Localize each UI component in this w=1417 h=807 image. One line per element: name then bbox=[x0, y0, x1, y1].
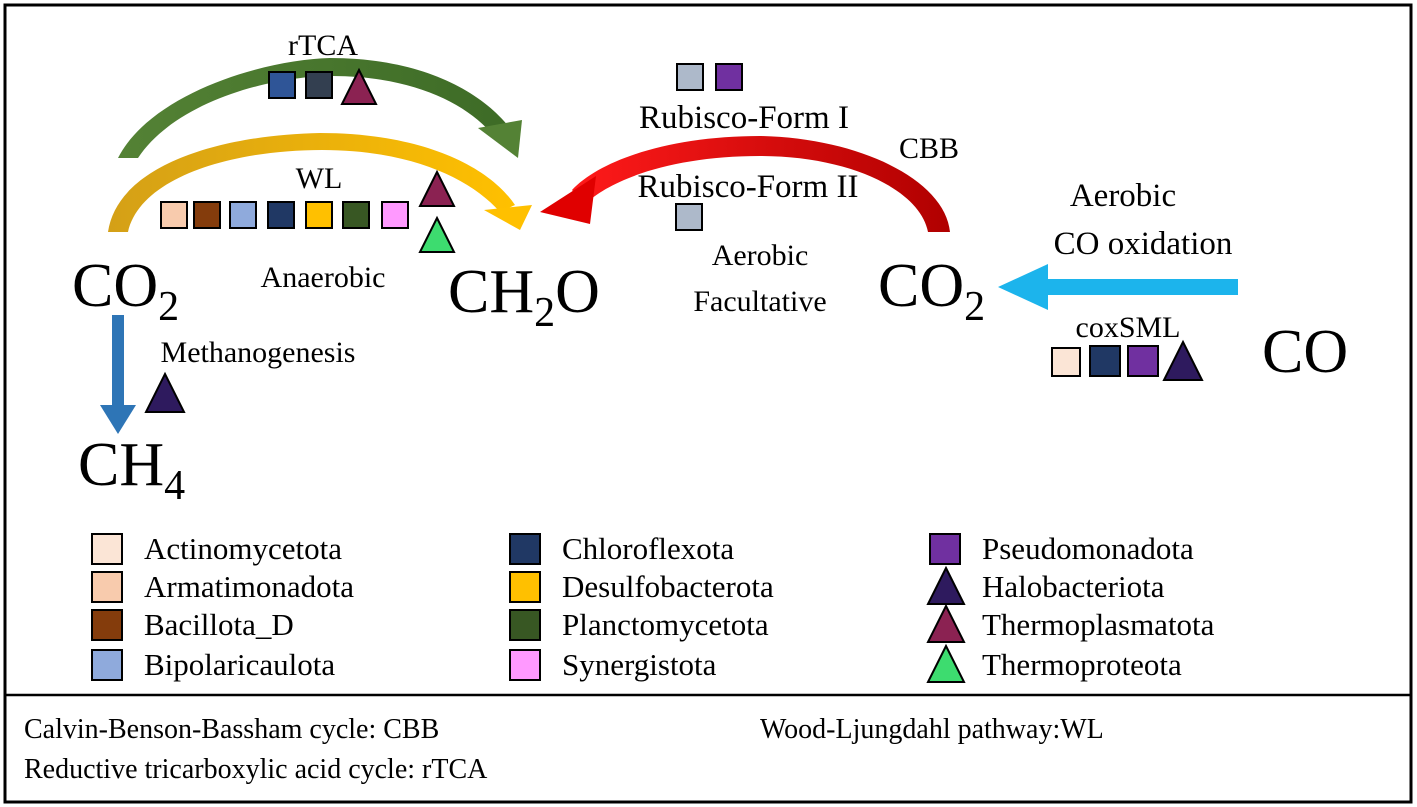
rubisco-form-1-taxon-square bbox=[676, 63, 704, 91]
rubisco-form-2-label: Rubisco-Form II bbox=[638, 169, 859, 205]
methanogenesis-arrow bbox=[100, 315, 136, 434]
legend-swatch-square bbox=[509, 571, 541, 603]
legend-swatch-square bbox=[509, 649, 541, 681]
wl-taxon-square bbox=[229, 201, 257, 229]
wl-arrow bbox=[108, 133, 532, 232]
legend-item: Armatimonadota bbox=[91, 569, 354, 604]
ch2o: CH2O bbox=[448, 258, 600, 336]
footnote-rtca: Reductive tricarboxylic acid cycle: rTCA bbox=[24, 754, 488, 785]
legend-swatch-triangle bbox=[926, 643, 966, 683]
legend-label: Chloroflexota bbox=[562, 531, 734, 566]
wl-taxon-triangle bbox=[418, 215, 456, 253]
legend-label: Synergistota bbox=[562, 647, 717, 682]
legend-item: Desulfobacterota bbox=[509, 569, 774, 604]
rubisco-form-1-taxon-square bbox=[715, 63, 743, 91]
rtca-taxon-triangle bbox=[340, 67, 378, 105]
outer-frame bbox=[3, 3, 1413, 804]
legend-swatch-square bbox=[509, 609, 541, 641]
legend-item: Chloroflexota bbox=[509, 531, 734, 566]
ch4: CH4 bbox=[78, 431, 185, 509]
legend-label: Armatimonadota bbox=[144, 569, 354, 604]
legend-label: Bipolaricaulota bbox=[144, 647, 335, 682]
legend-item: Bacillota_D bbox=[91, 607, 294, 642]
wl-taxon-triangle bbox=[418, 169, 456, 207]
coxsml-taxon-square bbox=[1051, 347, 1081, 377]
anaerobic-label: Anaerobic bbox=[261, 261, 386, 294]
co2-right: CO2 bbox=[878, 252, 985, 330]
co2-left: CO2 bbox=[72, 252, 179, 330]
legend-item: Actinomycetota bbox=[91, 531, 342, 566]
coxsml-taxon-square bbox=[1127, 345, 1159, 377]
co-compound: CO bbox=[1262, 318, 1348, 386]
legend-item: Planctomycetota bbox=[509, 607, 769, 642]
legend-item: Thermoproteota bbox=[926, 643, 1182, 683]
rubisco-form-2-taxon-square bbox=[675, 203, 703, 231]
wl-taxon-square bbox=[305, 201, 333, 229]
legend-label: Thermoplasmatota bbox=[982, 607, 1215, 642]
rtca-arrow bbox=[118, 58, 522, 158]
legend-label: Thermoproteota bbox=[982, 647, 1182, 682]
rtca-taxon-square bbox=[305, 71, 333, 99]
aerobic-co-label-line1: Aerobic bbox=[1070, 178, 1176, 214]
legend-swatch-triangle bbox=[926, 565, 966, 605]
coxsml-label: coxSML bbox=[1076, 311, 1181, 344]
legend-swatch-square bbox=[91, 609, 123, 641]
legend-swatch-square bbox=[929, 533, 961, 565]
legend-label: Planctomycetota bbox=[562, 607, 769, 642]
legend-label: Bacillota_D bbox=[144, 607, 294, 642]
methanogenesis-label: Methanogenesis bbox=[161, 336, 356, 369]
legend-item: Synergistota bbox=[509, 647, 717, 682]
legend-swatch-square bbox=[91, 649, 123, 681]
coxsml-taxon-triangle bbox=[1162, 339, 1204, 381]
wl-taxon-square bbox=[160, 201, 188, 229]
footnote-wl: Wood-Ljungdahl pathway:WL bbox=[760, 714, 1104, 745]
rubisco-form-1-label: Rubisco-Form I bbox=[639, 100, 849, 136]
aerobic-label: Aerobic bbox=[712, 239, 809, 272]
rtca-label: rTCA bbox=[288, 29, 358, 62]
pathway-markers bbox=[144, 63, 1204, 413]
legend-item: Bipolaricaulota bbox=[91, 647, 335, 682]
legend-item: Pseudomonadota bbox=[929, 531, 1194, 566]
legend-swatch-square bbox=[509, 533, 541, 565]
aerobic-co-label-line2: CO oxidation bbox=[1054, 226, 1233, 262]
cbb-label: CBB bbox=[899, 132, 959, 165]
wl-taxon-square bbox=[193, 201, 221, 229]
legend-label: Actinomycetota bbox=[144, 531, 342, 566]
legend-item: Halobacteriota bbox=[926, 565, 1165, 605]
coxsml-taxon-square bbox=[1089, 345, 1121, 377]
wl-taxon-square bbox=[267, 201, 295, 229]
methanogenesis-taxon-triangle bbox=[144, 371, 186, 413]
co-oxidation-arrow bbox=[998, 264, 1238, 310]
legend-swatch-triangle bbox=[926, 603, 966, 643]
facultative-label: Facultative bbox=[693, 285, 826, 318]
footnote-cbb: Calvin-Benson-Bassham cycle: CBB bbox=[24, 714, 439, 745]
legend-swatch-square bbox=[91, 571, 123, 603]
wl-taxon-square bbox=[342, 201, 370, 229]
legend-swatch-square bbox=[91, 533, 123, 565]
rtca-taxon-square bbox=[268, 71, 296, 99]
legend-label: Desulfobacterota bbox=[562, 569, 774, 604]
wl-label: WL bbox=[296, 162, 343, 195]
legend-item: Thermoplasmatota bbox=[926, 603, 1215, 643]
legend-label: Halobacteriota bbox=[982, 569, 1165, 604]
legend-label: Pseudomonadota bbox=[982, 531, 1194, 566]
cbb-arrow bbox=[540, 136, 950, 232]
wl-taxon-square bbox=[381, 201, 409, 229]
